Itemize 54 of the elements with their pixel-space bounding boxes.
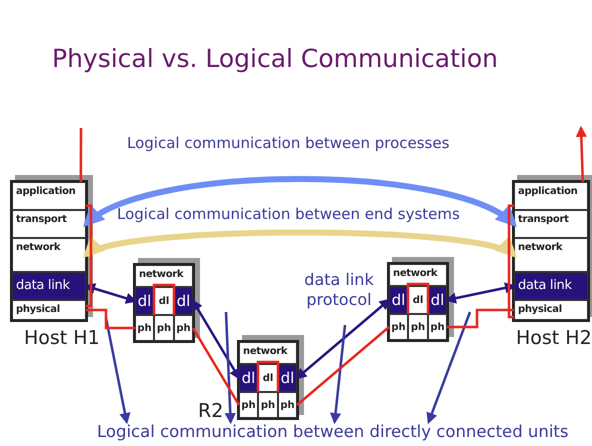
route-line — [86, 308, 135, 330]
route-line — [508, 204, 514, 318]
layer-box: network — [135, 265, 193, 287]
layer-box: physical — [12, 300, 86, 320]
layer-cell: ph — [278, 392, 297, 418]
leader-line — [104, 318, 130, 424]
leader-line — [426, 312, 472, 424]
arrow — [82, 176, 518, 226]
slide-title: Physical vs. Logical Communication — [52, 44, 498, 73]
route-line — [256, 360, 280, 392]
route-line — [447, 308, 514, 328]
edge-label: Logical communication between processes — [127, 134, 450, 152]
layer-cell: ph — [408, 314, 428, 340]
host-label: Host H2 — [516, 327, 592, 349]
edge-label: Logical communication between end systems — [117, 205, 460, 223]
host-label: Host H1 — [24, 327, 100, 349]
layer-box: network — [12, 238, 86, 272]
leader-line — [330, 324, 346, 424]
layer-box: transport — [12, 210, 86, 238]
layer-box: physical — [514, 300, 588, 320]
arrow — [82, 230, 518, 258]
layer-cell: dl — [135, 287, 154, 315]
arrow — [576, 126, 587, 182]
layer-box: data link — [514, 272, 588, 300]
arrow — [84, 283, 138, 304]
layer-cell: dl — [239, 364, 258, 392]
route-line — [296, 326, 390, 406]
layer-box: data link — [12, 272, 86, 300]
route-line — [80, 128, 82, 182]
layer-cell: ph — [428, 314, 447, 340]
layer-cell: ph — [389, 314, 408, 340]
layer-cell: ph — [239, 392, 258, 418]
layer-cell: ph — [258, 392, 278, 418]
layer-box: application — [514, 182, 588, 210]
route-line — [406, 282, 430, 314]
arrow — [192, 299, 240, 380]
layer-box: application — [12, 182, 86, 210]
edge-label: data link protocol — [303, 270, 375, 310]
route-line — [152, 284, 176, 315]
layer-box: transport — [514, 210, 588, 238]
router-label: R2 — [198, 400, 224, 422]
layer-box: network — [239, 342, 297, 364]
leader-line — [224, 312, 236, 424]
layer-cell: ph — [154, 315, 174, 341]
layer-cell: ph — [174, 315, 193, 341]
arrow — [295, 298, 391, 380]
layer-cell: ph — [135, 315, 154, 341]
route-line — [86, 204, 92, 308]
layer-box: network — [514, 238, 588, 272]
layer-box: network — [389, 264, 447, 286]
route-line — [192, 327, 240, 406]
layer-cell: dl — [389, 286, 408, 314]
annotation-text: Logical communication between directly connected units — [97, 422, 592, 444]
arrow — [444, 282, 516, 304]
